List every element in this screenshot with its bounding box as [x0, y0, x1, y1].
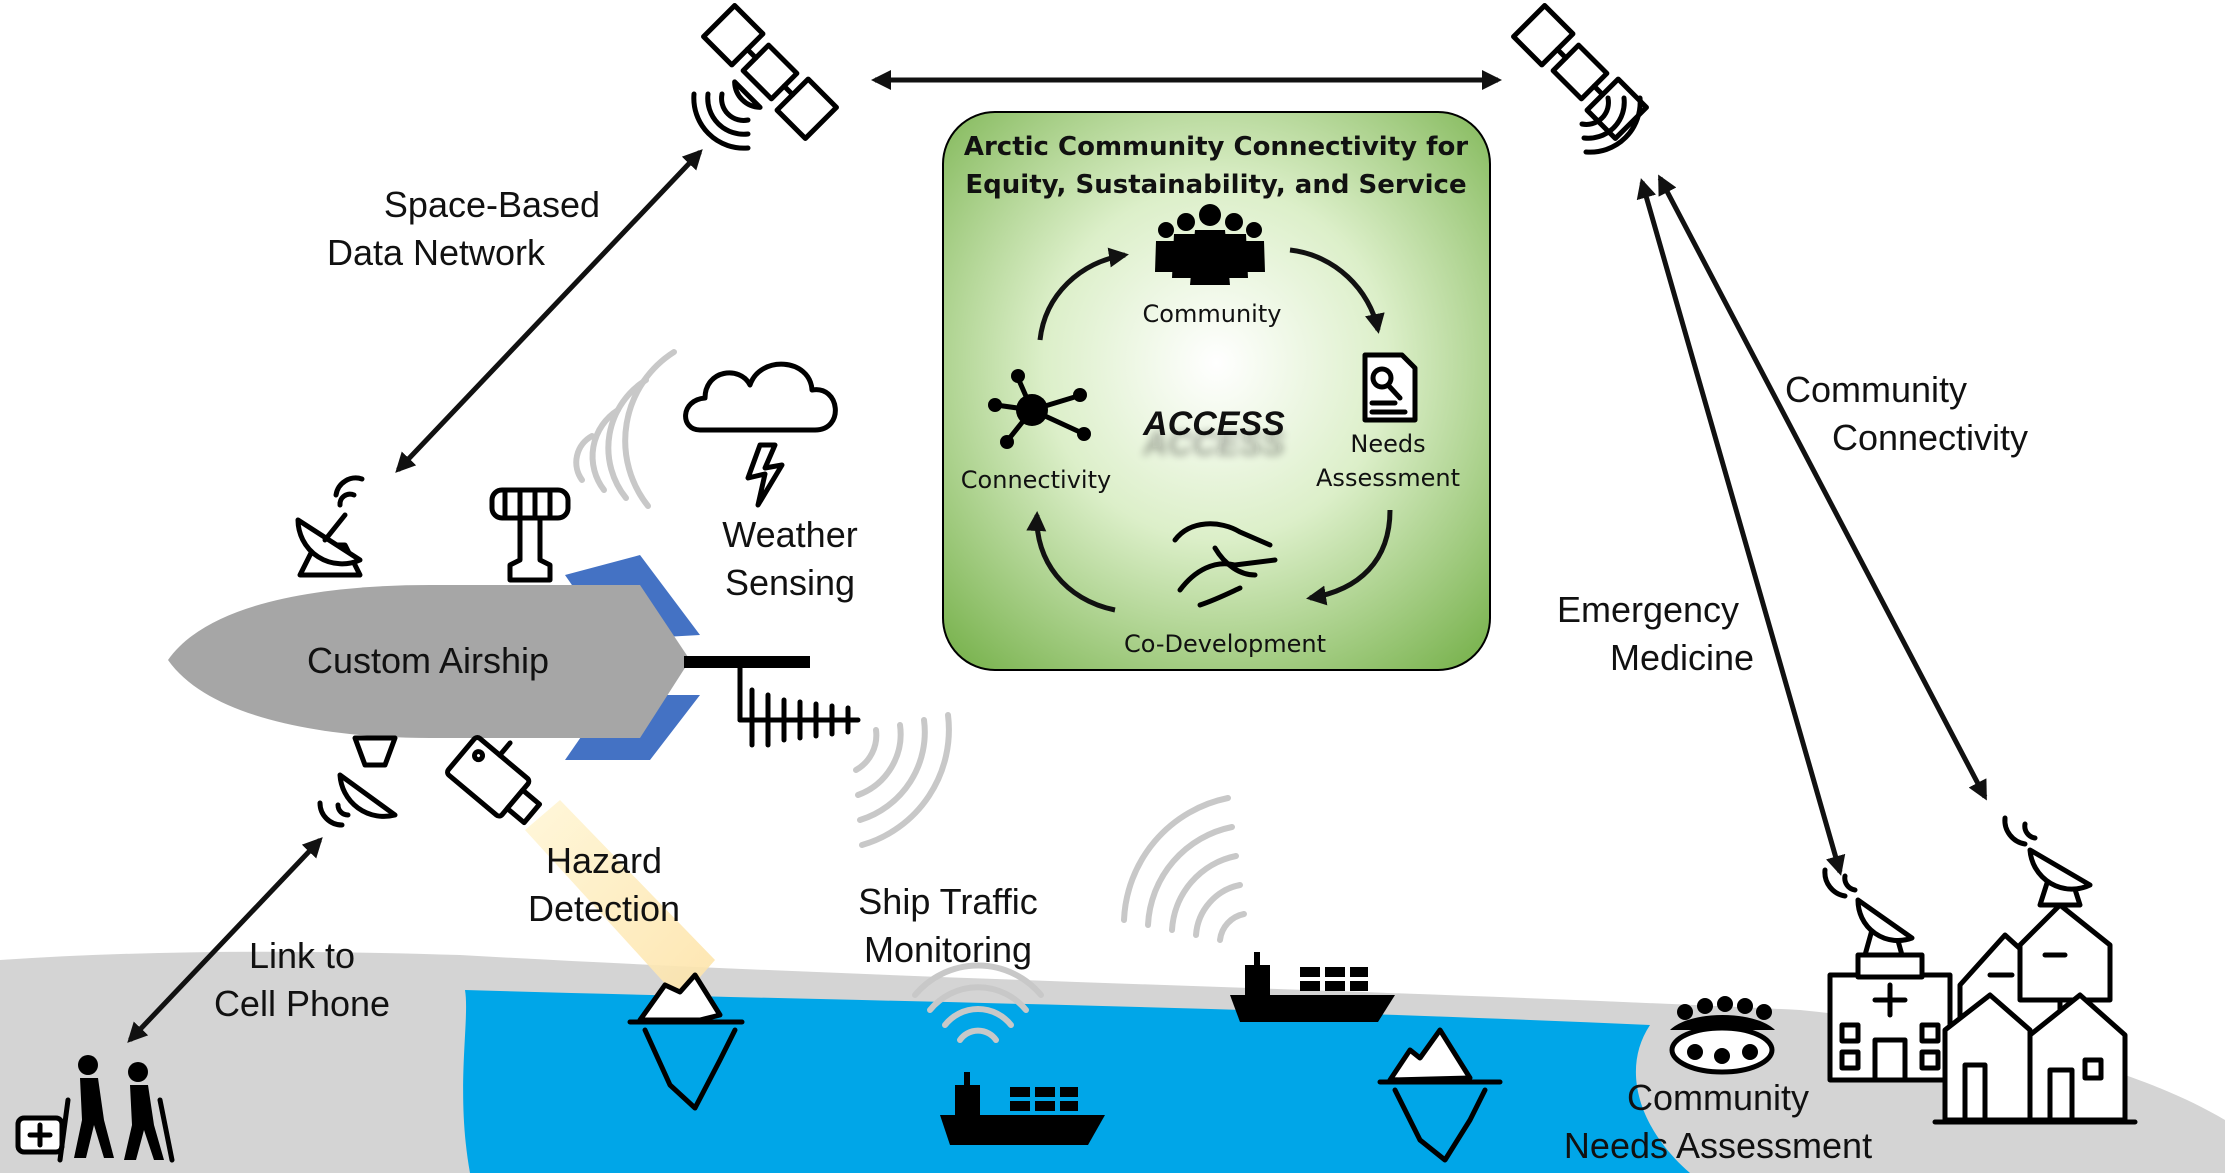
cycle-arrows	[1026, 247, 1393, 613]
access-title-line1: Arctic Community Connectivity for	[964, 132, 1468, 162]
ship-signal-waves-far	[1121, 795, 1247, 943]
ocean	[463, 990, 1690, 1173]
airship-bottom-dish-icon	[317, 735, 398, 828]
cycle-community-label: Community	[1143, 300, 1282, 328]
community-conn-label-1: Community	[1785, 369, 1967, 410]
iceberg-right-icon	[1377, 1027, 1503, 1163]
hospital-icon	[1827, 952, 1953, 1083]
access-title-line2: Equity, Sustainability, and Service	[965, 170, 1466, 200]
cell-link-label-2: Cell Phone	[214, 983, 390, 1024]
cargo-ship-far-icon	[1230, 952, 1395, 1022]
hazard-camera-icon	[445, 735, 543, 826]
community-connectivity-arrow	[1657, 174, 1988, 801]
needs-ground-label-1: Community	[1627, 1077, 1809, 1118]
space-network-label-2: Data Network	[327, 232, 546, 273]
storm-cloud-icon	[683, 361, 838, 508]
access-center-reflection: ACCESS	[1142, 425, 1285, 463]
ship-monitoring-waves-airship	[853, 712, 952, 848]
cell-link-label-1: Link to	[249, 935, 355, 976]
cell-phone-link-arrow	[127, 837, 323, 1043]
airship-label: Custom Airship	[307, 640, 549, 681]
weather-label-2: Sensing	[725, 562, 855, 603]
satellite-left-signal-icon	[691, 91, 751, 151]
connectivity-network-icon	[988, 369, 1091, 449]
ship-traffic-label-1: Ship Traffic	[858, 881, 1037, 922]
access-framework-box: Arctic Community Connectivity for Equity…	[942, 111, 1491, 671]
cycle-connectivity-label: Connectivity	[961, 466, 1111, 494]
village-houses-icon	[1932, 902, 2138, 1125]
ship-signal-waves-near	[912, 962, 1044, 1043]
satellite-left-icon	[701, 3, 839, 141]
community-conn-label-2: Connectivity	[1832, 417, 2028, 458]
yagi-antenna-icon	[684, 656, 861, 748]
hikers-icon	[15, 1055, 175, 1163]
weather-sensor-tower-icon	[489, 487, 571, 583]
satellite-right-icon	[1511, 3, 1649, 141]
airship-body	[168, 585, 690, 738]
emergency-label-2: Medicine	[1610, 637, 1754, 678]
needs-ground-label-2: Needs Assessment	[1564, 1125, 1872, 1166]
ship-traffic-label-2: Monitoring	[864, 929, 1032, 970]
village-dish-icon	[2002, 815, 2093, 908]
community-people-icon	[1155, 204, 1265, 285]
emergency-medicine-arrow	[1636, 178, 1846, 876]
satellite-right-signal-icon	[1579, 95, 1643, 155]
space-network-arrow	[395, 149, 703, 473]
community-meeting-icon	[1669, 996, 1775, 1075]
hazard-label-1: Hazard	[546, 840, 662, 881]
weather-signal-waves	[573, 349, 677, 509]
airship: Custom Airship	[168, 555, 700, 760]
hazard-label-2: Detection	[528, 888, 680, 929]
cycle-codev-label: Co-Development	[1124, 630, 1326, 658]
diagram-labels: Space-Based Data Network Weather Sensing…	[214, 184, 2028, 1166]
cargo-ship-near-icon	[940, 1072, 1105, 1145]
access-center-label: ACCESS	[1142, 405, 1285, 443]
cycle-needs-label-2: Assessment	[1316, 464, 1460, 492]
cycle-needs-label-1: Needs	[1350, 430, 1425, 458]
earth-surface	[0, 951, 2225, 1173]
link-arrows	[127, 70, 1988, 1043]
weather-label-1: Weather	[722, 514, 857, 555]
handshake-icon	[1172, 521, 1278, 608]
hospital-dish-icon	[1822, 867, 1915, 958]
emergency-label-1: Emergency	[1557, 589, 1739, 630]
iceberg-left-icon	[627, 972, 745, 1111]
needs-assessment-document-icon	[1362, 352, 1418, 423]
space-network-label-1: Space-Based	[384, 184, 600, 225]
airship-top-dish-icon	[295, 475, 365, 578]
hazard-detection-beam	[525, 800, 715, 1000]
